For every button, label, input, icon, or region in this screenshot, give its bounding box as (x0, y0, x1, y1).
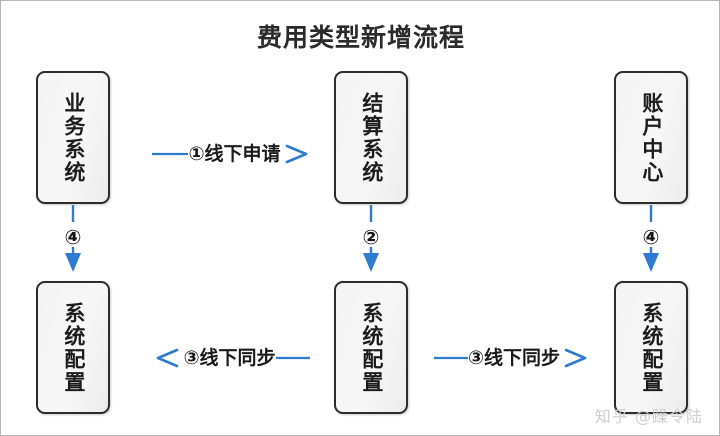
node-config-right: 系统配置 (614, 281, 688, 414)
node-account-center: 账户中心 (614, 71, 688, 204)
connector-biz-to-settle: ①线下申请 (129, 137, 334, 171)
node-label: 系统配置 (61, 301, 86, 394)
node-label: 账户中心 (639, 91, 664, 184)
arrow-head-down-icon (360, 247, 382, 278)
arrow-line-vertical-icon (366, 205, 376, 227)
arrow-line-vertical-icon (68, 205, 78, 227)
connector-biz-to-config-left: ④ (43, 205, 103, 282)
connector-label: ①线下申请 (188, 142, 281, 165)
node-label: 系统配置 (359, 301, 384, 394)
connector-config-center-to-config-right: ③线下同步 (413, 341, 611, 375)
node-label: 业务系统 (61, 91, 86, 184)
connector-account-to-config-right: ④ (621, 205, 681, 282)
node-label: 结算系统 (359, 91, 384, 184)
node-label: 系统配置 (639, 301, 664, 394)
arrow-line-vertical-icon (646, 205, 656, 227)
connector-config-center-to-config-left: ③线下同步 (129, 341, 334, 375)
page-title: 费用类型新增流程 (256, 23, 465, 52)
connector-label: ③线下同步 (467, 346, 561, 369)
connector-step-label: ④ (642, 225, 660, 249)
connector-step-label: ④ (64, 225, 82, 249)
node-config-center: 系统配置 (334, 281, 408, 414)
watermark: 知乎 @躁令陆 (594, 407, 703, 426)
node-biz-system: 业务系统 (36, 71, 110, 204)
arrow-head-right-icon (560, 347, 590, 369)
node-settle-system: 结算系统 (334, 71, 408, 204)
connector-settle-to-config-center: ② (341, 205, 401, 282)
connector-label: ③线下同步 (183, 346, 276, 369)
arrow-head-down-icon (62, 247, 84, 278)
arrow-line-icon (433, 353, 468, 363)
arrow-head-right-icon (281, 143, 311, 165)
arrow-line-icon (152, 149, 189, 159)
arrow-line-icon (275, 353, 310, 363)
arrow-head-left-icon (153, 347, 183, 369)
node-config-left: 系统配置 (36, 281, 110, 414)
connector-step-label: ② (362, 225, 380, 249)
arrow-head-down-icon (640, 247, 662, 278)
